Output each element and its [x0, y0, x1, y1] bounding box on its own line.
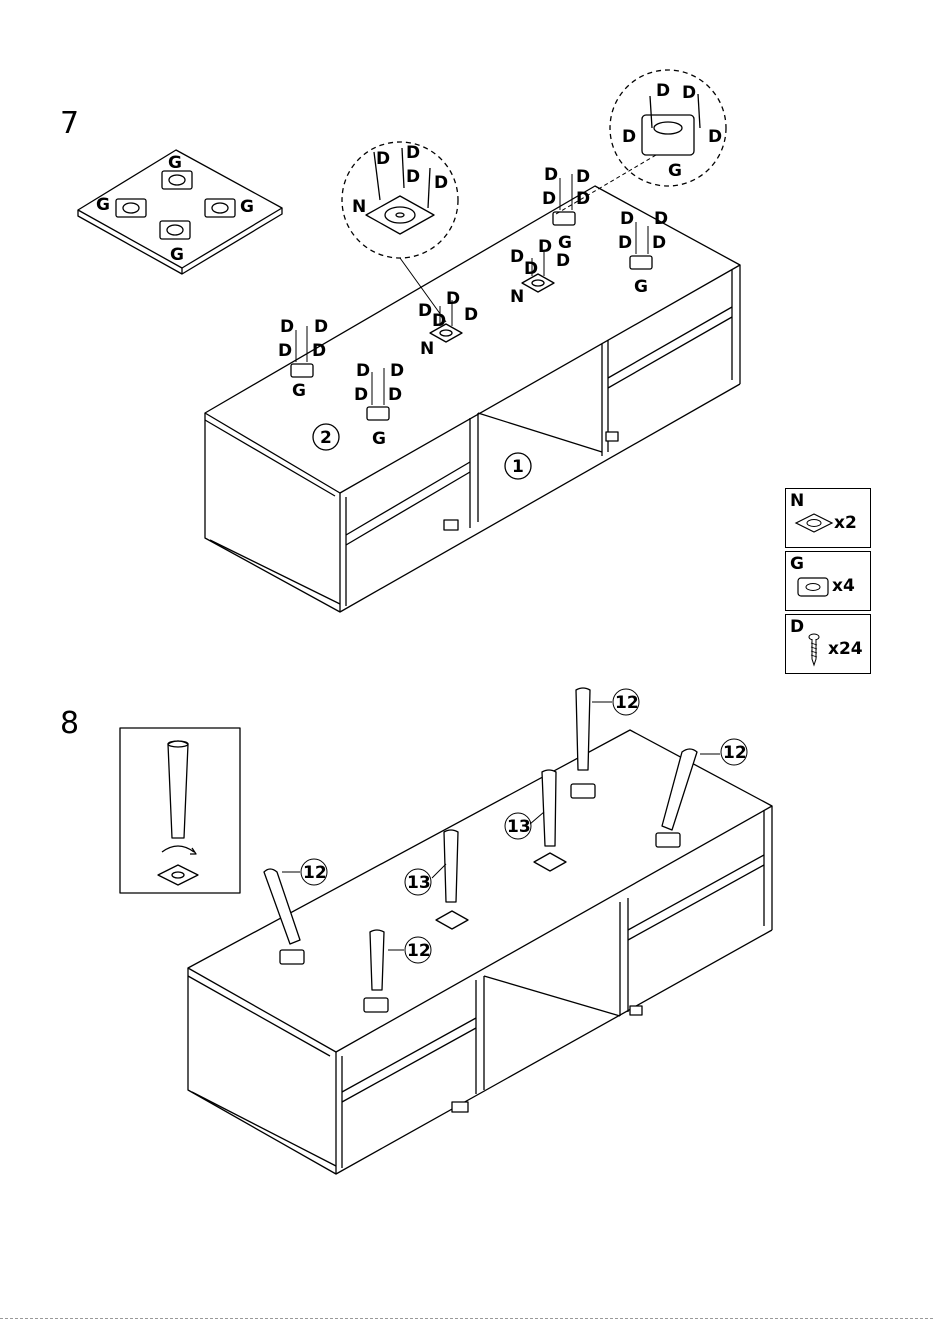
label-d: D	[278, 341, 292, 361]
label-g: G	[240, 197, 254, 217]
label-d: D	[682, 83, 696, 103]
label-g: G	[170, 245, 184, 265]
label-g: G	[668, 161, 682, 181]
panel-callout-2: 2	[320, 428, 332, 448]
part-d-qty: x24	[828, 639, 863, 659]
part-d-letter: D	[790, 617, 804, 637]
label-d: D	[524, 259, 538, 279]
leg-callout-13: 13	[407, 873, 431, 893]
label-d: D	[356, 361, 370, 381]
label-n: N	[352, 197, 366, 217]
panel-callout-1: 1	[512, 457, 524, 477]
round-mounting-plate-icon	[794, 511, 834, 535]
label-d: D	[280, 317, 294, 337]
label-d: D	[708, 127, 722, 147]
label-g: G	[96, 195, 110, 215]
label-d: D	[418, 301, 432, 321]
label-g: G	[292, 381, 306, 401]
label-n: N	[420, 339, 434, 359]
leg-callout-12: 12	[615, 693, 639, 713]
label-d: D	[652, 233, 666, 253]
square-mounting-plate-icon	[796, 576, 830, 598]
leg-callout-12: 12	[723, 743, 747, 763]
label-d: D	[556, 251, 570, 271]
label-d: D	[538, 237, 552, 257]
part-n-box: N x2	[785, 488, 871, 548]
cabinet-step8	[188, 730, 772, 1174]
leg-attach-detail	[120, 728, 240, 893]
part-n-qty: x2	[834, 513, 857, 533]
part-d-box: D x24	[785, 614, 871, 674]
label-g: G	[372, 429, 386, 449]
label-d: D	[432, 311, 446, 331]
part-g-qty: x4	[832, 576, 855, 596]
label-d: D	[576, 189, 590, 209]
label-d: D	[622, 127, 636, 147]
leg-callout-12: 12	[303, 863, 327, 883]
label-d: D	[406, 143, 420, 163]
label-d: D	[434, 173, 448, 193]
part-g-letter: G	[790, 554, 804, 574]
label-d: D	[576, 167, 590, 187]
label-d: D	[544, 165, 558, 185]
label-d: D	[388, 385, 402, 405]
leg-callout-12: 12	[407, 941, 431, 961]
label-d: D	[542, 189, 556, 209]
label-d: D	[312, 341, 326, 361]
label-g: G	[558, 233, 572, 253]
step-8-illustration: 12 12 13 13 12 12	[0, 680, 933, 1240]
label-d: D	[406, 167, 420, 187]
label-d: D	[656, 81, 670, 101]
screw-icon	[808, 633, 820, 667]
label-d: D	[464, 305, 478, 325]
label-d: D	[390, 361, 404, 381]
label-n: N	[510, 287, 524, 307]
leg-callout-13: 13	[507, 817, 531, 837]
label-g: G	[634, 277, 648, 297]
label-d: D	[314, 317, 328, 337]
label-d: D	[446, 289, 460, 309]
part-n-letter: N	[790, 491, 804, 511]
label-d: D	[654, 209, 668, 229]
label-d: D	[376, 149, 390, 169]
label-d: D	[354, 385, 368, 405]
label-d: D	[618, 233, 632, 253]
label-d: D	[620, 209, 634, 229]
label-d: D	[510, 247, 524, 267]
page-bottom-rule	[0, 1318, 933, 1319]
label-g: G	[168, 153, 182, 173]
part-g-box: G x4	[785, 551, 871, 611]
